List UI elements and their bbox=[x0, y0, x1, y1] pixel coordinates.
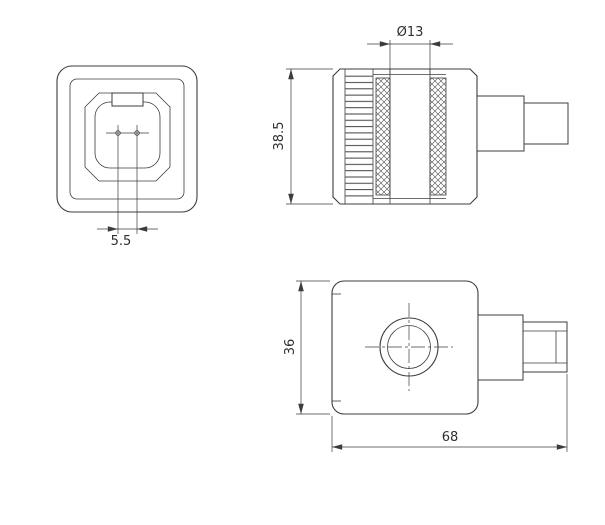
coil-body-outline bbox=[332, 68, 478, 205]
coil-winding-hatch-left bbox=[375, 77, 391, 196]
din-plug-base-side bbox=[477, 314, 524, 381]
din-plug-base bbox=[476, 95, 525, 152]
dimension-label-body-height: 36 bbox=[283, 339, 298, 356]
dim-overall-length: 68 bbox=[331, 374, 568, 452]
dimension-label-overall-length: 68 bbox=[442, 430, 459, 445]
housing-outline bbox=[56, 65, 198, 213]
keyway-notch bbox=[111, 92, 144, 107]
dim-pin-spacing: 5.5 bbox=[97, 141, 158, 249]
section-view: Ø13 38.5 bbox=[272, 25, 569, 205]
dimension-label-coil-height: 38.5 bbox=[272, 122, 287, 151]
dim-bore-diameter: Ø13 bbox=[367, 25, 453, 74]
connector-face-octagon bbox=[84, 92, 171, 182]
housing-inner-edge bbox=[69, 78, 185, 200]
side-view: 36 68 bbox=[283, 280, 568, 452]
front-view: 5.5 bbox=[56, 65, 198, 249]
side-body-outline bbox=[331, 280, 479, 415]
dim-coil-height: 38.5 bbox=[272, 68, 333, 205]
din-plug-end bbox=[523, 102, 569, 145]
dimension-label-bore-diameter: Ø13 bbox=[397, 25, 424, 40]
dim-body-height: 36 bbox=[283, 280, 330, 415]
coil-winding-hatch-right bbox=[429, 77, 447, 196]
cooling-fins bbox=[345, 73, 373, 200]
dimension-label-pin-spacing: 5.5 bbox=[111, 234, 132, 249]
gasket-rounded-square bbox=[94, 101, 161, 169]
din-plug-end-side bbox=[522, 321, 568, 373]
